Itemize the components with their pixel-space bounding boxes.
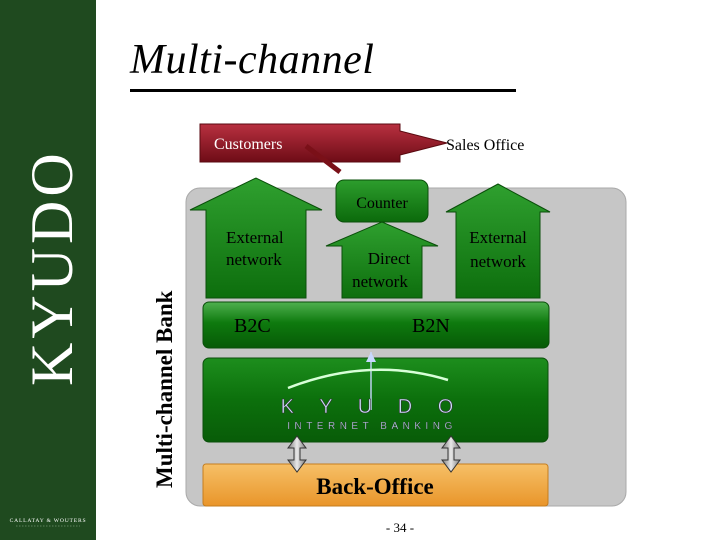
kyudo-logo-text: K Y U D O: [281, 396, 464, 418]
back-office-bar: [202, 463, 549, 507]
customers-label: Customers: [214, 136, 282, 153]
kyudo-logo-subtext: INTERNET BANKING: [287, 421, 457, 432]
b2n-label: B2N: [412, 315, 450, 337]
external-network-right-arrow: [445, 183, 551, 299]
side-label-text: Multi-channel Bank: [152, 290, 177, 488]
kyudo-platform-box: [202, 357, 549, 443]
external-network-left-line1: External: [226, 228, 284, 247]
direct-network-line2: network: [352, 272, 408, 291]
side-label: Multi-channel Bank: [152, 290, 177, 488]
callatay-wouters-logo: CALLATAY & WOUTERS: [10, 518, 87, 527]
b2c-b2n-bar: [202, 301, 550, 349]
brand-text: KYUDO: [19, 150, 85, 386]
footer-logo-text: CALLATAY & WOUTERS: [10, 518, 87, 524]
right-double-arrow: [441, 435, 461, 473]
external-network-left-arrow: [189, 177, 323, 299]
slide-title: Multi-channel: [130, 37, 375, 83]
title-underline: [130, 89, 516, 92]
kyudo-brand-logo: KYUDO: [19, 150, 85, 386]
external-network-left-line2: network: [226, 250, 282, 269]
customers-connector: [304, 144, 342, 174]
page-number: - 34 -: [385, 520, 415, 535]
sales-office-label: Sales Office: [446, 137, 524, 154]
direct-network-arrow: [325, 221, 439, 299]
kyudo-logo-arc: [287, 368, 449, 390]
customers-arrow: [199, 123, 448, 163]
back-office-label: Back-Office: [316, 474, 434, 499]
left-double-arrow: [287, 435, 307, 473]
sidebar: KYUDO CALLATAY & WOUTERS: [0, 0, 96, 540]
direct-network-line1: Direct: [368, 249, 411, 268]
platform-link-arrowhead: [366, 352, 376, 362]
external-network-right-line2: network: [470, 252, 526, 271]
b2c-label: B2C: [234, 315, 271, 337]
counter-label: Counter: [356, 195, 408, 212]
external-network-right-line1: External: [469, 228, 527, 247]
